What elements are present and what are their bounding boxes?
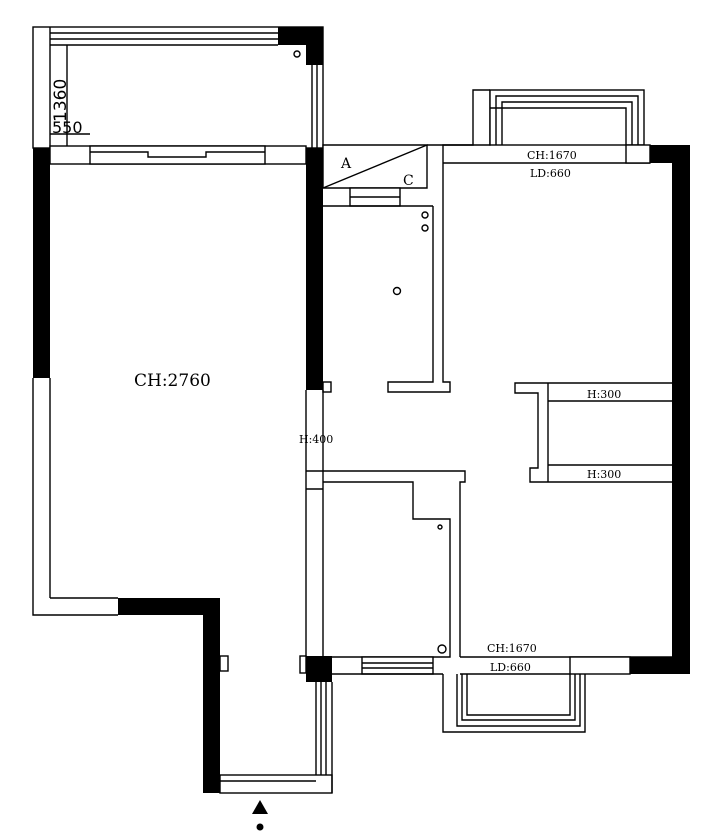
wardrobe — [514, 382, 672, 483]
entrance — [219, 655, 333, 831]
living-room — [32, 148, 332, 793]
balcony-horizontal-dimension: 550 — [52, 118, 83, 137]
entrance-arrow-icon — [252, 800, 268, 814]
kitchen — [322, 89, 490, 393]
bottom-window-ch-label: CH:1670 — [487, 642, 537, 655]
bathroom — [323, 470, 586, 733]
balcony-vertical-dimension: 1360 — [51, 79, 71, 122]
top-window-ch-label: CH:1670 — [527, 149, 577, 162]
living-room-ceiling-label: CH:2760 — [134, 371, 211, 391]
entrance-dot-icon — [256, 823, 264, 831]
bedroom-top — [442, 89, 690, 673]
shelf-bottom-height-label: H:300 — [587, 468, 621, 481]
shelf-top-height-label: H:300 — [587, 388, 621, 401]
partition-height-label: H:400 — [299, 433, 333, 446]
kitchen-mark-c: C — [403, 173, 414, 189]
kitchen-mark-a: A — [340, 156, 352, 172]
bottom-window-ld-label: LD:660 — [490, 661, 531, 674]
top-window-ld-label: LD:660 — [530, 167, 571, 180]
balcony — [32, 26, 324, 149]
balcony-sliding-door — [49, 145, 307, 165]
bedroom-bottom — [456, 656, 690, 727]
